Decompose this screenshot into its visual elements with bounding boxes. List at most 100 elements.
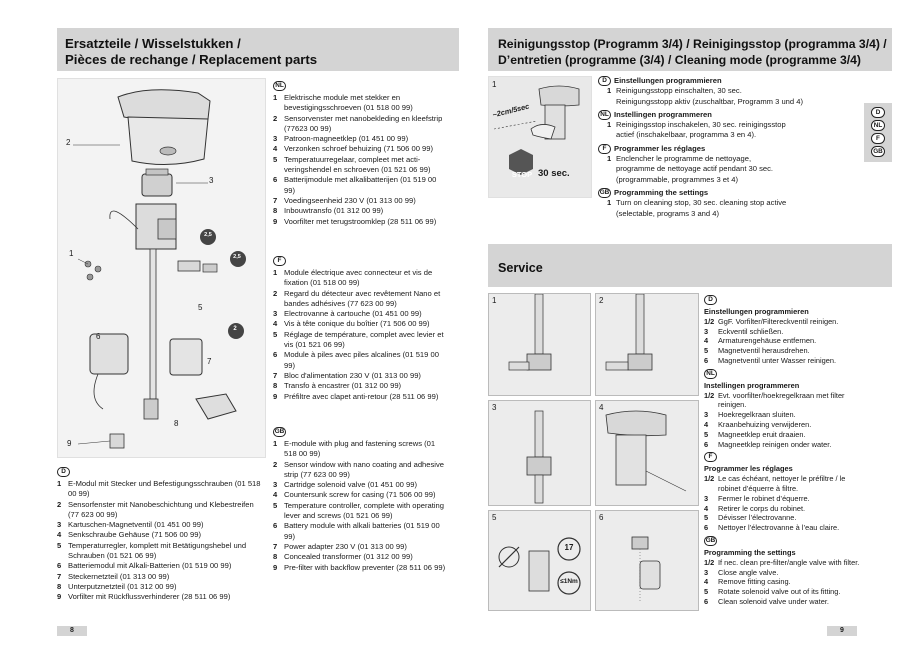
service-step-text: GgF. Vorfilter/Filtereckventil reinigen. bbox=[718, 316, 839, 326]
side-tab-gb[interactable]: GB bbox=[871, 146, 885, 157]
service-step-2: 2 bbox=[595, 293, 699, 396]
callout-6: 6 bbox=[96, 332, 101, 341]
parts-title-line1: Ersatzteile / Wisselstukken / bbox=[65, 36, 241, 51]
parts-item-text: Sensor window with nano coating and adhe… bbox=[284, 459, 444, 479]
parts-list-item: 5 Temperature controller, complete with o… bbox=[273, 501, 448, 522]
parts-title-line2: Pièces de rechange / Replacement parts bbox=[65, 52, 318, 67]
parts-item-text: Batteriemodul mit Alkali-Batterien (01 5… bbox=[68, 561, 232, 571]
parts-item-text: Voedingseenheid 230 V (01 313 00 99) bbox=[284, 195, 416, 205]
parts-item-text: Pre-filter with backflow preventer (28 5… bbox=[284, 562, 446, 572]
torque-callout-1: 2,5 bbox=[204, 232, 212, 238]
cleaning-title-line2: D’entretien (programme (3/4) / Cleaning … bbox=[498, 53, 861, 67]
parts-item-number: 3 bbox=[273, 480, 278, 490]
torque-callout-2: 2,5 bbox=[233, 254, 241, 260]
parts-item-text: Temperatuurregelaar, compleet met acti-v… bbox=[284, 154, 431, 175]
service-step-1-label: 1 bbox=[492, 296, 497, 305]
parts-item-number: 1 bbox=[273, 93, 278, 102]
parts-item-number: 7 bbox=[273, 370, 278, 380]
service-step-6: 6 bbox=[595, 510, 699, 611]
parts-item-text: E-module with plug and fastening screws … bbox=[284, 439, 436, 459]
lang-badge-gb: GB bbox=[273, 427, 286, 437]
parts-item-text: Regard du détecteur avec revêtement Nano… bbox=[284, 288, 441, 308]
service-step-5-drawing bbox=[498, 537, 581, 595]
service-step-number: 5 bbox=[704, 429, 709, 439]
cleaning-heading-text: Programming the settings bbox=[614, 187, 709, 197]
service-step-number: 1/2 bbox=[704, 557, 715, 567]
page-number-right: 9 bbox=[827, 626, 857, 636]
cleaning-step-text: Enclencher le programme de nettoyage, bbox=[616, 154, 752, 164]
service-step-2-drawing bbox=[605, 294, 653, 371]
parts-item-number: 2 bbox=[273, 459, 278, 469]
service-step-text: Eckventil schließen. bbox=[718, 326, 784, 336]
lang-badge: NL bbox=[598, 110, 611, 121]
callout-3: 3 bbox=[209, 176, 214, 185]
parts-item-number: 3 bbox=[273, 134, 278, 144]
service-step-number: 4 bbox=[704, 419, 709, 429]
cleaning-title-line1: Reinigungsstop (Programm 3/4) / Reinigin… bbox=[498, 37, 887, 51]
service-step-number: 6 bbox=[704, 355, 709, 365]
cleaning-step-number: 1 bbox=[607, 120, 612, 130]
service-step-text: Kraanbehuizing verwijderen. bbox=[718, 419, 812, 429]
service-step-number: 5 bbox=[704, 587, 709, 597]
parts-item-number: 5 bbox=[273, 500, 278, 510]
side-tab-nl[interactable]: NL bbox=[871, 120, 885, 131]
service-step-5-label: 5 bbox=[492, 513, 497, 522]
side-tab-f[interactable]: F bbox=[871, 133, 885, 144]
parts-item-number: 8 bbox=[273, 381, 278, 391]
cleaning-step-number: 1 bbox=[607, 86, 612, 96]
parts-item-text: Battery module with alkali batteries (01… bbox=[284, 521, 440, 541]
parts-item-number: 1 bbox=[273, 439, 278, 448]
service-step-number: 1/2 bbox=[704, 390, 715, 400]
lang-badge: NL bbox=[704, 368, 717, 379]
cleaning-step-text: Reinigungsstopp einschalten, 30 sec. bbox=[616, 86, 742, 96]
cleaning-step-continuation: (selectable, programs 3 and 4) bbox=[616, 208, 719, 218]
parts-item-number: 1 bbox=[57, 479, 62, 488]
callout-9: 9 bbox=[67, 439, 72, 448]
left-page: Ersatzteile / Wisselstukken / Pièces de … bbox=[57, 28, 459, 636]
service-step-number: 6 bbox=[704, 596, 709, 606]
parts-item-number: 7 bbox=[57, 571, 62, 581]
parts-item-text: Concealed transformer (01 312 00 99) bbox=[284, 552, 413, 562]
lang-badge: GB bbox=[598, 188, 611, 199]
callout-7: 7 bbox=[207, 357, 212, 366]
service-step-text: Hoekregelkraan sluiten. bbox=[718, 410, 796, 420]
side-tab-d[interactable]: D bbox=[871, 107, 885, 118]
parts-item-text: Inbouwtransfo (01 312 00 99) bbox=[284, 206, 384, 216]
service-step-number: 3 bbox=[704, 410, 709, 420]
service-step-number: 4 bbox=[704, 577, 709, 587]
service-step-4-label: 4 bbox=[599, 403, 604, 412]
parts-item-text: Temperature controller, complete with op… bbox=[284, 500, 444, 521]
